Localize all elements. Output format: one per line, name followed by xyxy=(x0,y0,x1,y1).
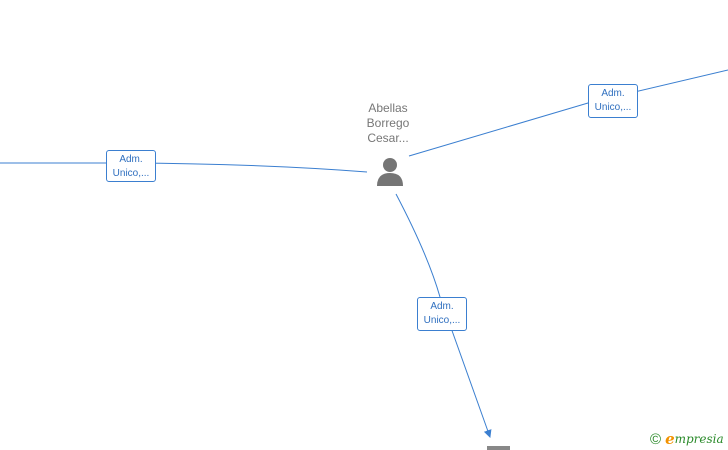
relation-label-bottom[interactable]: Adm. Unico,... xyxy=(417,297,467,331)
relation-label-left[interactable]: Adm. Unico,... xyxy=(106,150,156,182)
relation-label-right[interactable]: Adm. Unico,... xyxy=(588,84,638,118)
brand-initial: e xyxy=(665,430,675,448)
person-icon[interactable] xyxy=(375,156,405,186)
person-name-line-1: Abellas xyxy=(368,101,408,115)
edge-down xyxy=(395,193,492,438)
relation-label-bottom-line-1: Adm. xyxy=(430,301,454,312)
relation-label-left-line-1: Adm. xyxy=(119,154,143,165)
relation-label-right-line-2: Unico,... xyxy=(594,102,632,113)
edge-right xyxy=(408,69,728,157)
company-node-icon[interactable] xyxy=(487,446,510,450)
relation-label-left-line-2: Unico,... xyxy=(112,168,150,179)
person-name-line-3: Cesar... xyxy=(367,131,409,145)
relation-label-right-line-1: Adm. xyxy=(601,88,625,99)
copyright-icon: © xyxy=(650,430,662,448)
relation-label-bottom-line-2: Unico,... xyxy=(423,315,461,326)
brand-name: mpresia xyxy=(674,432,724,446)
empresia-logo: © e mpresia xyxy=(650,430,724,448)
person-name-line-2: Borrego xyxy=(366,116,410,130)
person-name[interactable]: Abellas Borrego Cesar... xyxy=(348,101,428,146)
edge-left xyxy=(0,162,368,173)
